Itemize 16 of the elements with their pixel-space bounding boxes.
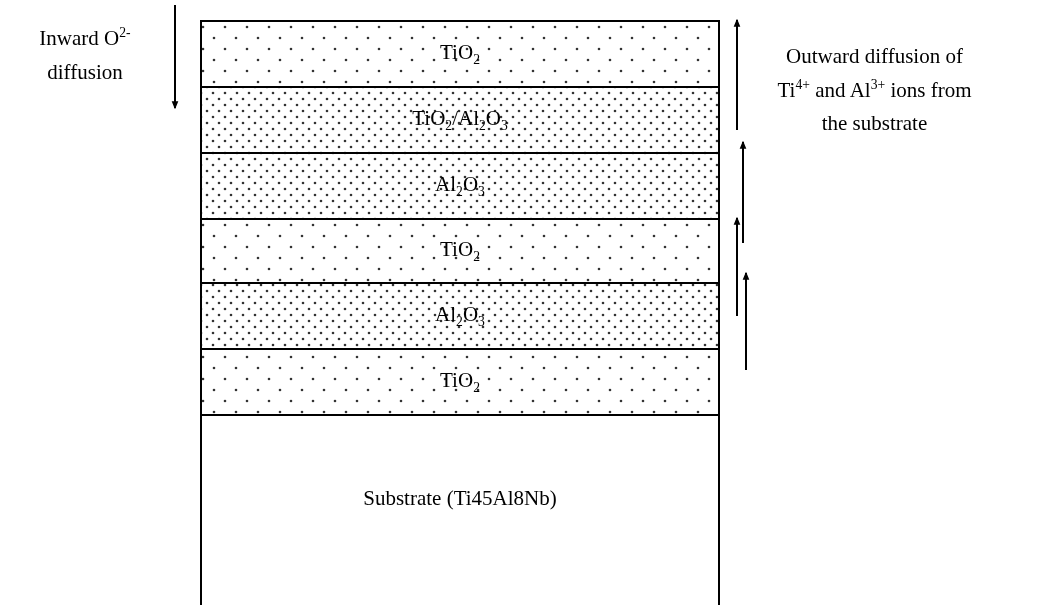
layer-label: Substrate (Ti45Al8Nb) bbox=[363, 486, 557, 511]
layer-label: Al$_{2}$O$_{3}$ bbox=[435, 171, 485, 201]
oxide-layer bbox=[200, 152, 720, 220]
oxide-layer bbox=[200, 348, 720, 416]
oxide-layer bbox=[200, 218, 720, 284]
layer-label: TiO$_{2}$ bbox=[440, 39, 480, 69]
layer-label: TiO$_{2}$ bbox=[440, 367, 480, 397]
layer-label: TiO$_{2}$ bbox=[440, 236, 480, 266]
oxide-layer bbox=[200, 282, 720, 350]
substrate-block bbox=[200, 414, 720, 605]
layer-label: Al$_{2}$O$_{3}$ bbox=[435, 301, 485, 331]
layer-label: TiO$_{2}$/Al$_{2}$O$_{3}$ bbox=[412, 105, 508, 135]
annotation-text: Outward diffusion of Ti$^{4+}$ and Al$^{3+}$ ions from the substrate bbox=[776, 43, 973, 138]
annotation-text: Inward O$^{2-}$ diffusion bbox=[38, 24, 132, 86]
oxide-layer bbox=[200, 20, 720, 88]
oxide-layer bbox=[200, 86, 720, 154]
